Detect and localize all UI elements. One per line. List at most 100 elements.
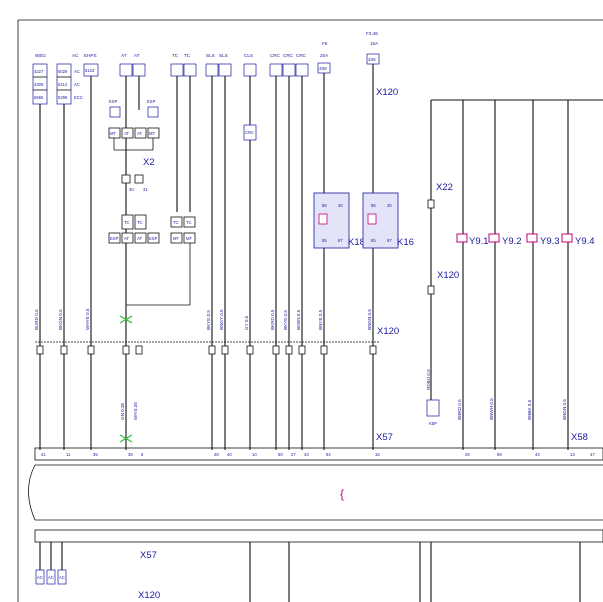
svg-text:6665: 6665 [34,95,44,100]
svg-text:15A: 15A [370,41,379,46]
svg-text:5114: 5114 [58,82,68,87]
svg-text:BNRD 0.5: BNRD 0.5 [457,399,462,420]
svg-text:Y9.3: Y9.3 [540,236,560,247]
svg-text:EHPS: EHPS [84,53,97,58]
svg-text:MT: MT [149,131,155,136]
svg-text:43: 43 [304,452,309,457]
svg-text:SLS: SLS [206,53,215,58]
svg-text:X2: X2 [143,157,155,168]
x120-row-label: X120 [377,326,399,337]
svg-text:AC: AC [74,69,80,74]
svg-text:87: 87 [338,238,343,243]
svg-text:29: 29 [465,452,470,457]
svg-text:336: 336 [368,57,376,62]
svg-text:TC: TC [137,220,143,225]
svg-text:5029: 5029 [58,69,68,74]
svg-text:CRC: CRC [245,130,254,135]
svg-text:44: 44 [535,452,540,457]
svg-text:MT: MT [110,131,116,136]
svg-text:15: 15 [375,452,380,457]
svg-text:85: 85 [322,238,327,243]
svg-text:TC: TC [124,220,130,225]
svg-text:ESP: ESP [109,99,118,104]
svg-text:CRC: CRC [296,53,307,58]
svg-text:SLS: SLS [219,53,228,58]
weg-module: 4227 4305 6665 [32,63,48,105]
x57-label: X57 [376,432,393,443]
svg-text:Y9.1: Y9.1 [469,236,489,247]
svg-text:31: 31 [143,187,148,192]
svg-text:AT: AT [121,53,127,58]
svg-text:BKBN 0.5: BKBN 0.5 [296,309,301,330]
svg-text:6: 6 [141,452,144,457]
svg-text:6123: 6123 [85,68,95,73]
svg-text:41: 41 [41,452,46,457]
svg-text:BNGY 0.5: BNGY 0.5 [219,309,224,330]
svg-text:4227: 4227 [34,69,44,74]
ehps-module: 6123 [83,63,99,77]
svg-text:BKRD 0.5: BKRD 0.5 [270,309,275,330]
svg-text:10: 10 [252,452,257,457]
svg-text:CRC: CRC [283,53,294,58]
svg-text:BKYE 0.5: BKYE 0.5 [206,310,211,330]
svg-text:F3.46: F3.46 [366,31,378,36]
svg-text:F6: F6 [322,41,328,46]
fuse-f3-46: F3.46 15A 336 [366,31,380,65]
svg-text:Y9.4: Y9.4 [575,236,595,247]
svg-text:K18: K18 [348,237,365,248]
svg-text:AC: AC [59,575,65,580]
svg-text:30: 30 [387,203,392,208]
svg-text:ESP: ESP [149,236,158,241]
svg-text:87: 87 [387,238,392,243]
svg-text:5295: 5295 [58,95,68,100]
x2-connector: MT AT AT MT ESP ESP X2 30 31 TC TC ESP A… [108,99,257,306]
svg-text:AC: AC [72,53,79,58]
top-module-boxes [119,63,309,77]
svg-text:AT: AT [124,131,129,136]
svg-text:13: 13 [570,452,575,457]
svg-text:K16: K16 [397,237,414,248]
svg-text:AT: AT [124,236,129,241]
svg-text:K5P: K5P [429,421,437,426]
svg-text:ECC: ECC [74,95,83,100]
svg-text:TC: TC [172,53,179,58]
svg-text:GN 0.35: GN 0.35 [120,402,125,420]
svg-text:MT: MT [173,236,179,241]
svg-text:40: 40 [227,452,232,457]
svg-text:X57: X57 [140,550,157,561]
x58-label: X58 [571,432,588,443]
svg-text:20A: 20A [320,53,329,58]
svg-text:30: 30 [129,187,134,192]
svg-text:BURD 0.5: BURD 0.5 [34,309,39,330]
svg-text:TC: TC [173,220,179,225]
svg-text:AC: AC [74,82,80,87]
relay-k18: 86 30 85 87 K18 [313,192,365,249]
svg-text:BNBK 0.5: BNBK 0.5 [527,399,532,420]
svg-text:4305: 4305 [34,82,44,87]
svg-text:47: 47 [590,452,595,457]
relay-k16: 86 30 85 87 K16 [362,192,414,249]
svg-text:86: 86 [322,203,327,208]
svg-text:BNYE 0.5: BNYE 0.5 [318,309,323,330]
svg-text:BKGN 0.5: BKGN 0.5 [58,309,63,330]
svg-text:WEG: WEG [35,53,46,58]
svg-text:MT: MT [186,236,192,241]
svg-text:{: { [340,487,344,501]
svg-text:TC: TC [184,53,191,58]
svg-text:50: 50 [278,452,283,457]
svg-text:TC: TC [186,220,192,225]
svg-text:11: 11 [66,452,71,457]
k5p-switch [426,399,440,417]
svg-text:86: 86 [371,203,376,208]
svg-text:RDBU 0.5: RDBU 0.5 [426,369,431,390]
svg-text:AT: AT [134,53,140,58]
vertical-wires [39,64,603,450]
svg-text:WH 0.35: WH 0.35 [133,402,138,420]
svg-text:BNWH 0.5: BNWH 0.5 [489,398,494,420]
splice-markers [119,315,133,443]
svg-text:WHYE 0.5: WHYE 0.5 [85,308,90,330]
x120-mid-label: X120 [437,270,459,281]
svg-text:Y9.2: Y9.2 [502,236,522,247]
x22-label: X22 [436,182,453,193]
